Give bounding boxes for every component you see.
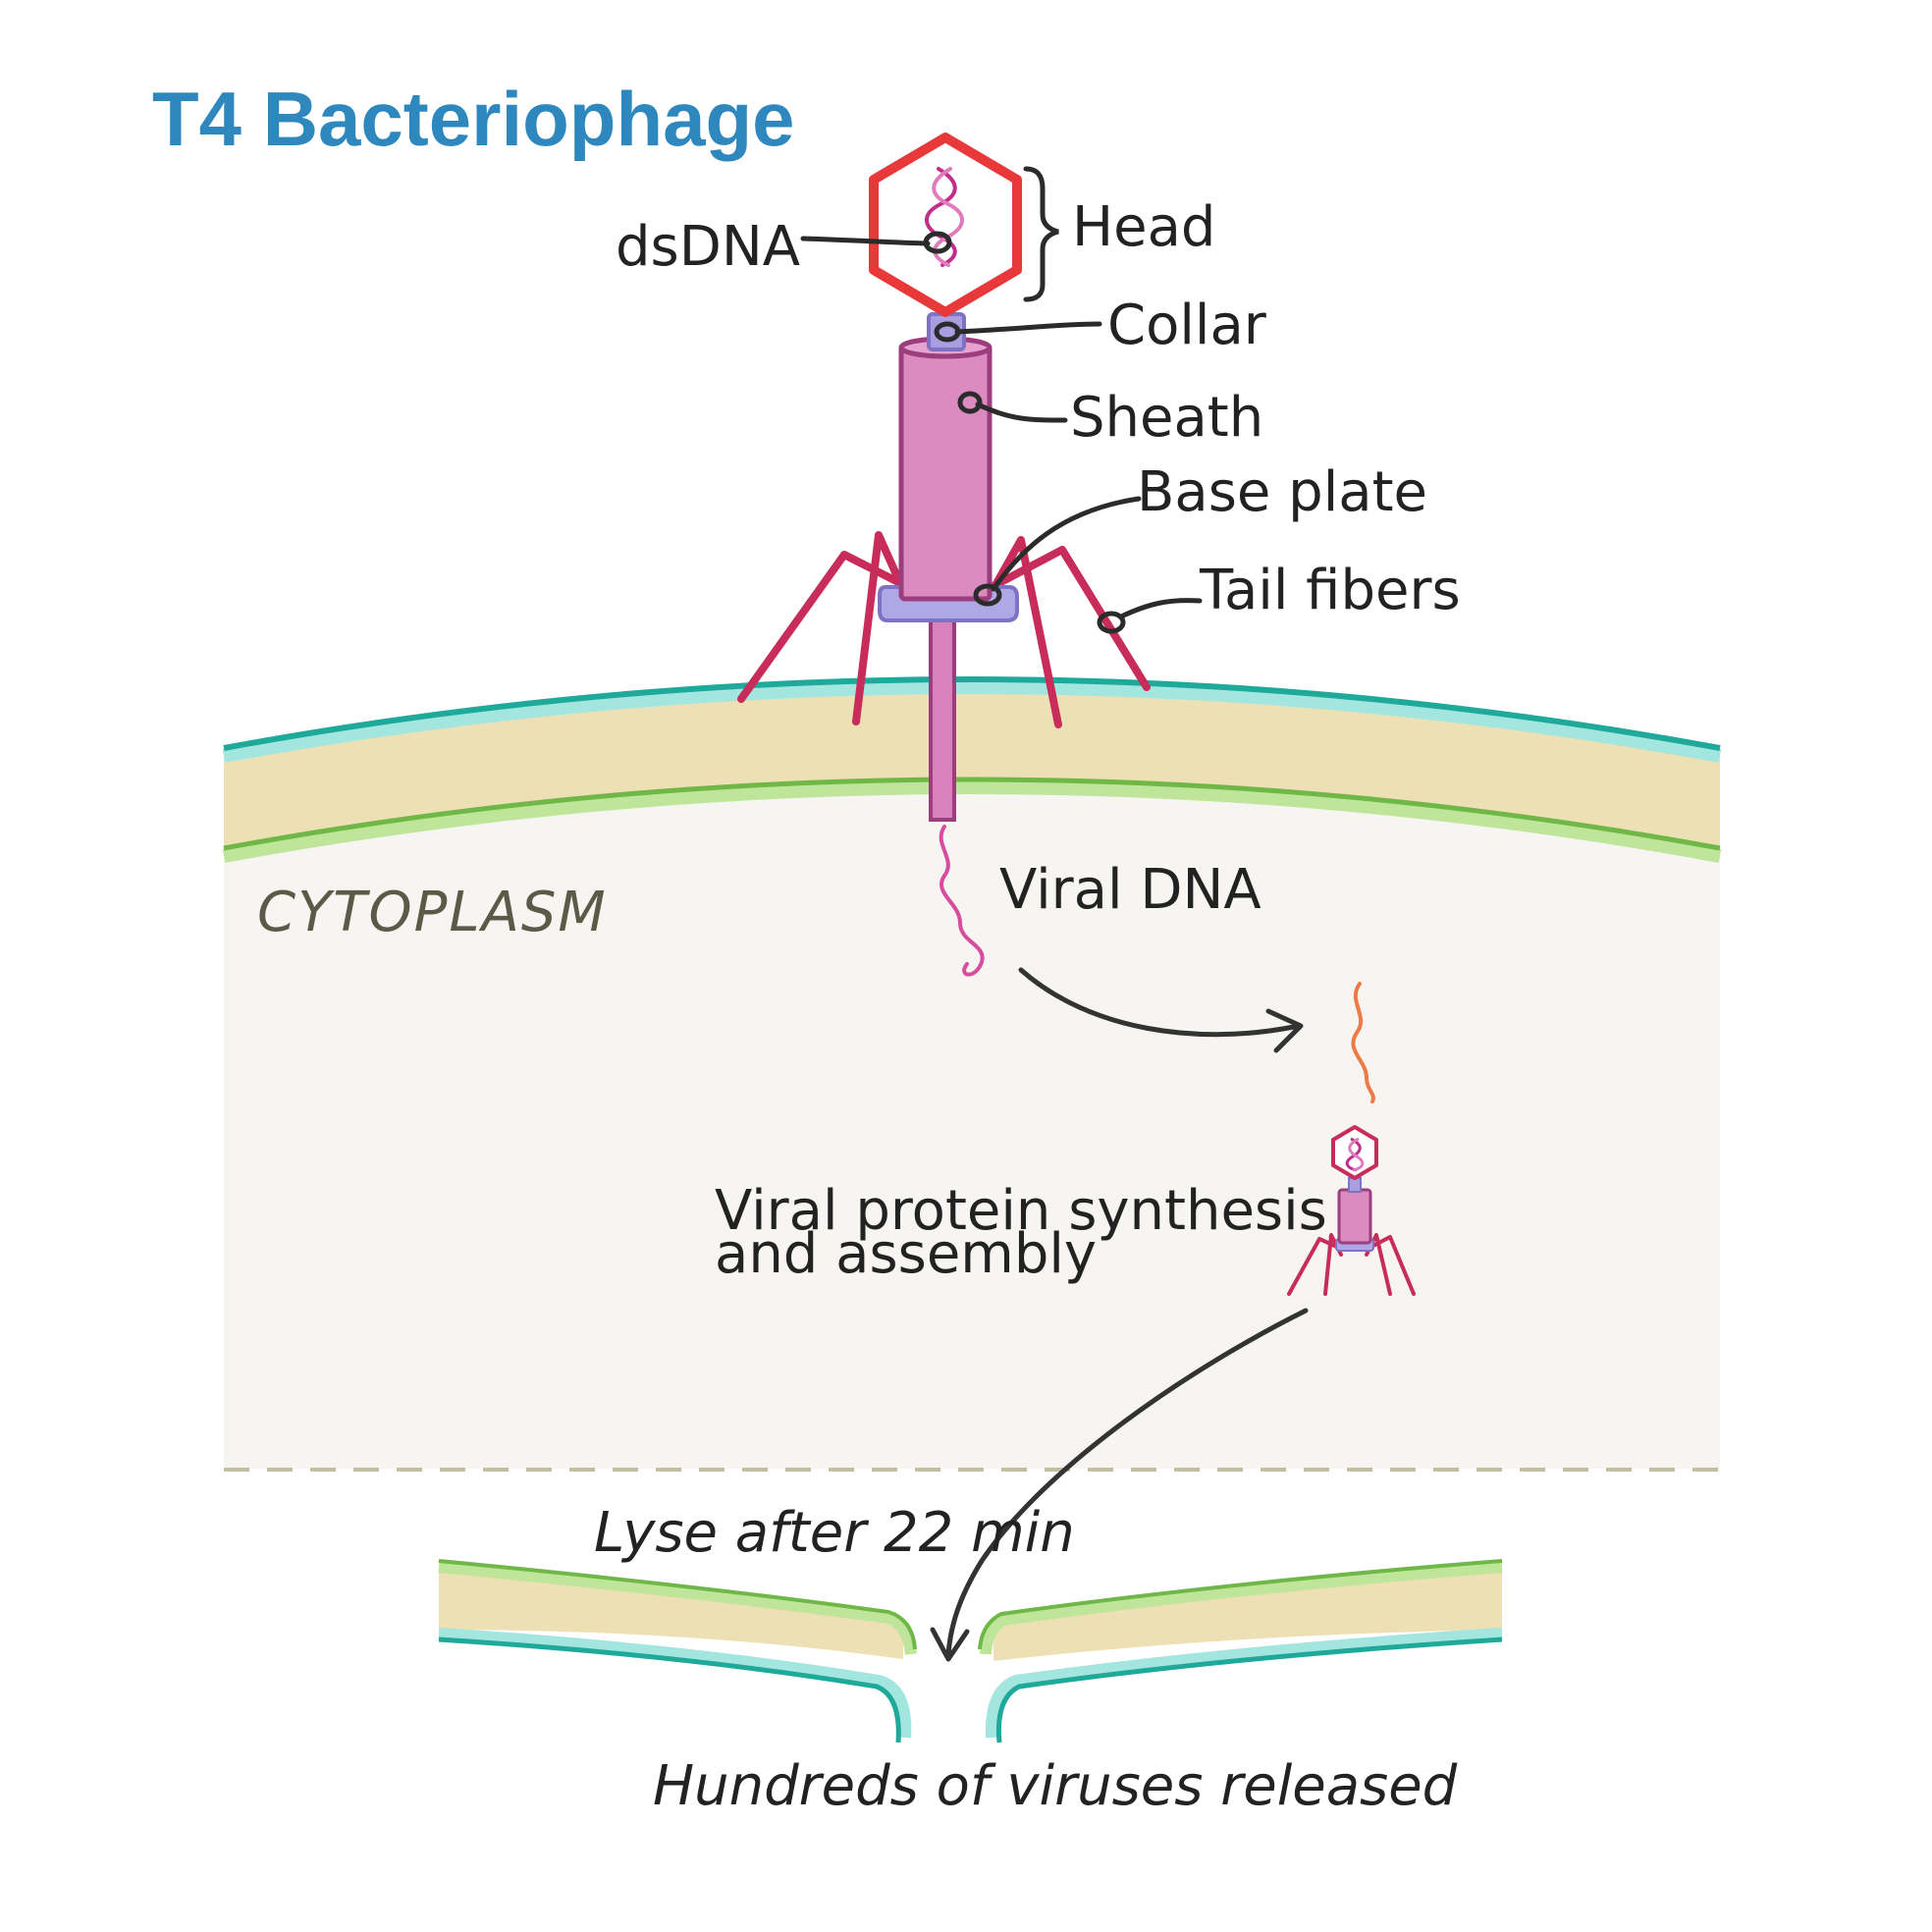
label-released: Hundreds of viruses released [653,1754,1458,1818]
label-collar: Collar [1107,294,1267,357]
injected-viral-dna [939,825,985,977]
t4-phage-assembled [1287,1125,1416,1296]
small-collar [1348,1177,1362,1193]
label-viral-dna: Viral DNA [999,858,1261,922]
label-synthesis-line1: Viral protein synthesis [715,1179,1327,1243]
envelope-fragment-left [438,1559,917,1744]
tail-tube [929,612,956,822]
tail-fibers-pointer-ring [1097,611,1126,634]
base-plate-pointer-ring [973,583,1002,607]
outer-membrane [222,680,1722,763]
sheath-leader-line [975,402,1068,423]
dsdna-pointer-ring [923,231,952,254]
page-title: T4 Bacteriophage [152,76,795,162]
lysed-cell-envelope [438,1559,1503,1744]
tail-fibers-leader-line [1118,598,1203,619]
cell-wall-layer [224,688,1720,852]
small-capsid [1331,1125,1378,1180]
label-tail-fibers: Tail fibers [1199,559,1461,622]
label-dsdna: dsDNA [616,215,800,279]
sheath-pointer-ring [957,391,983,414]
dsdna-leader-line [800,236,931,246]
small-sheath [1337,1188,1372,1245]
label-cytoplasm: CYTOPLASM [257,881,608,944]
small-head-dna [1345,1137,1362,1172]
host-cell-envelope [222,676,1722,863]
inner-membrane-edge [223,777,1721,851]
label-sheath: Sheath [1070,386,1263,450]
small-head-dna-strand [1348,1137,1365,1172]
label-lyse: Lyse after 22 min [594,1501,1075,1565]
head-brace [1023,166,1059,302]
base-plate-leader-line [991,496,1142,592]
label-synthesis-line2: and assembly [715,1222,1097,1286]
replicated-viral-dna [1351,982,1375,1103]
arrow-assembly-to-release [930,1308,1309,1662]
collar-leader-line [954,321,1102,335]
arrow-dna-to-replication [1018,967,1304,1053]
label-head: Head [1072,195,1215,259]
outer-membrane-edge [223,676,1721,751]
inner-membrane [222,780,1722,863]
sheath [898,343,993,602]
cytoplasm-region [224,787,1720,1469]
envelope-fragment-right [978,1559,1503,1744]
label-base-plate: Base plate [1137,460,1427,524]
capsid-head [869,133,1022,317]
collar-pointer-ring [934,321,961,343]
